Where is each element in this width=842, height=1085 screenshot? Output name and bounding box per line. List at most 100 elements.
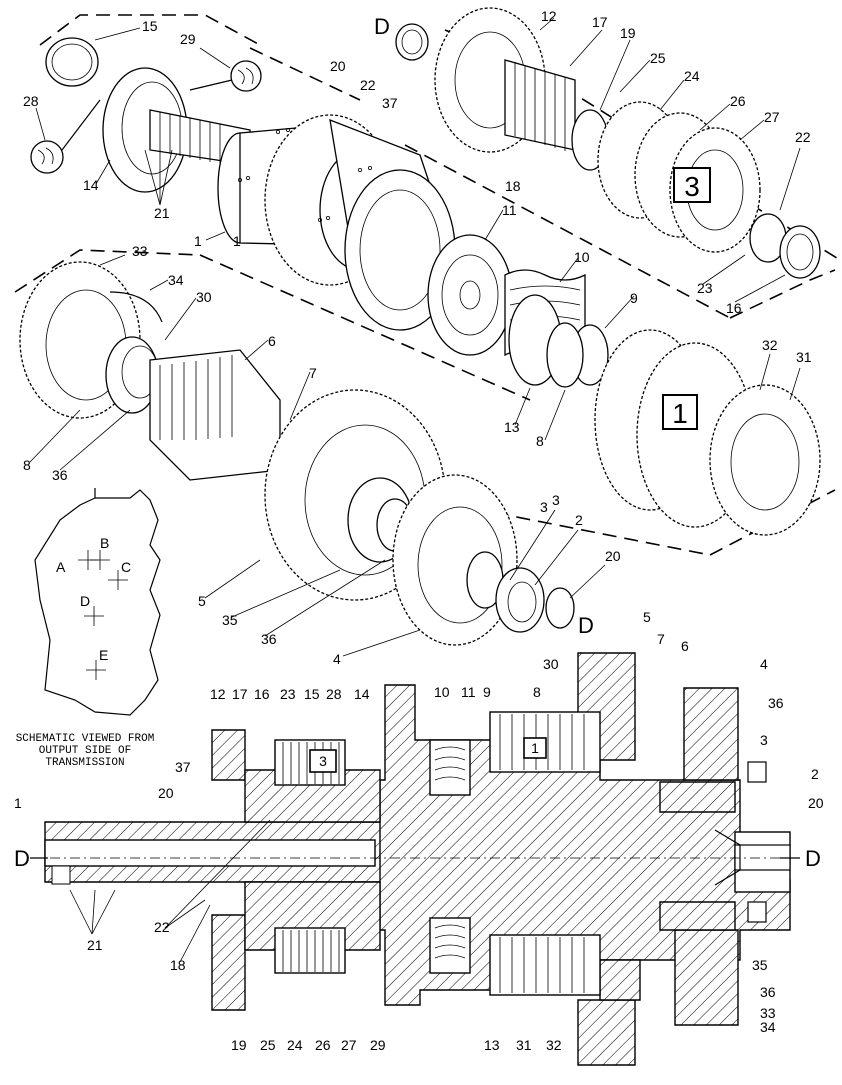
section-marker-left-d: D [14,846,30,871]
section-label-21: 21 [87,937,103,953]
section-label-4: 4 [760,656,768,672]
section-label-20-left: 20 [158,785,174,801]
label-9: 9 [630,290,638,306]
label-5-top: 5 [198,593,206,609]
section-marker-right-d: D [805,846,821,871]
section-label-36-bottom: 36 [760,984,776,1000]
label-6-top: 6 [268,333,276,349]
label-31-top: 31 [796,349,812,365]
ring-8 [546,322,584,388]
section-label-3: 3 [760,732,768,748]
leader-lines [29,17,801,963]
label-20-bottom: 20 [605,548,621,564]
label-11: 11 [502,202,517,218]
schematic-caption-line-2: OUTPUT SIDE OF [39,745,131,757]
section-label-30: 30 [543,656,559,672]
svg-text:1: 1 [672,398,688,429]
section-label-16: 16 [254,686,270,702]
svg-text:3: 3 [684,171,700,202]
label-22-top: 22 [360,77,376,93]
schematic-point-c: C [121,559,131,575]
seal-16 [779,225,821,279]
section-label-28: 28 [326,686,342,702]
label-37: 37 [382,95,398,111]
section-top-labels: 12 17 16 23 15 28 14 10 11 9 8 30 5 7 6 … [14,609,824,811]
section-label-20-right: 20 [808,795,824,811]
section-label-25: 25 [260,1037,276,1053]
section-label-9: 9 [483,684,491,700]
snap-ring-20 [545,587,575,629]
section-label-34: 34 [760,1019,776,1035]
section-label-15: 15 [304,686,320,702]
section-label-27: 27 [341,1037,357,1053]
disc-27 [669,127,761,253]
exploded-marker-bottom-d: D [578,613,594,638]
label-32-top: 32 [762,337,778,353]
section-bearing-2 [747,761,767,783]
svg-text:1: 1 [531,740,539,756]
boxed-number-1: 1 [662,394,698,430]
section-label-10: 10 [434,684,450,700]
boxed-number-3: 3 [673,167,711,203]
exploded-top-labels: 15 29 28 14 21 1 12 17 19 20 22 37 25 24… [23,8,811,316]
hub-6 [149,349,281,481]
label-7-top: 7 [309,365,317,381]
section-gear-12 [211,729,246,781]
label-15: 15 [142,18,158,34]
label-36-mid: 36 [261,631,277,647]
svg-text:3: 3 [319,753,327,769]
label-1-mid: 1 [233,233,241,249]
schematic-caption-line-3: TRANSMISSION [45,757,124,769]
section-label-14: 14 [354,686,370,702]
label-22-right: 22 [795,129,811,145]
section-label-32: 32 [546,1037,562,1053]
section-label-1: 1 [14,795,22,811]
schematic-point-a: A [56,559,66,575]
label-4-top: 4 [333,651,341,667]
section-label-5: 5 [643,609,651,625]
label-17: 17 [592,14,608,30]
gear-4 [392,474,518,646]
section-spring-10 [429,739,471,796]
label-1-top: 1 [194,233,202,249]
section-label-18: 18 [170,957,186,973]
section-label-13: 13 [484,1037,500,1053]
detail-29 [230,60,262,92]
hub-17 [504,59,576,151]
section-bottom-labels: 21 22 18 19 25 24 26 27 29 13 31 32 35 3… [87,919,776,1053]
label-27: 27 [764,109,780,125]
section-label-6: 6 [681,638,689,654]
label-30-top: 30 [196,289,212,305]
label-12: 12 [541,8,557,24]
label-25: 25 [650,50,666,66]
seal-22-top [395,23,429,61]
section-label-31: 31 [516,1037,532,1053]
label-33-top: 33 [132,243,148,259]
label-20-top: 20 [330,58,346,74]
section-label-26: 26 [315,1037,331,1053]
section-label-22: 22 [154,919,170,935]
label-19: 19 [620,25,636,41]
label-10: 10 [574,249,590,265]
label-36-left: 36 [52,467,68,483]
section-label-36: 36 [768,695,784,711]
section-label-24: 24 [287,1037,303,1053]
label-18: 18 [505,178,521,194]
label-2-top: 2 [575,512,583,528]
section-label-19: 19 [231,1037,247,1053]
exploded-bottom-group [14,249,836,646]
schematic-point-e: E [99,647,108,663]
label-29: 29 [180,31,196,47]
schematic-point-b: B [100,535,109,551]
section-label-2: 2 [811,766,819,782]
detail-28 [30,140,64,174]
label-3-top: 3 [552,492,560,508]
piston-11 [427,234,513,356]
snap-ring-34 [109,291,163,323]
label-35-top: 35 [222,612,238,628]
section-label-33: 33 [760,1005,776,1021]
bearing-2 [495,567,545,633]
schematic-outline [34,488,161,716]
label-8-right: 8 [536,433,544,449]
